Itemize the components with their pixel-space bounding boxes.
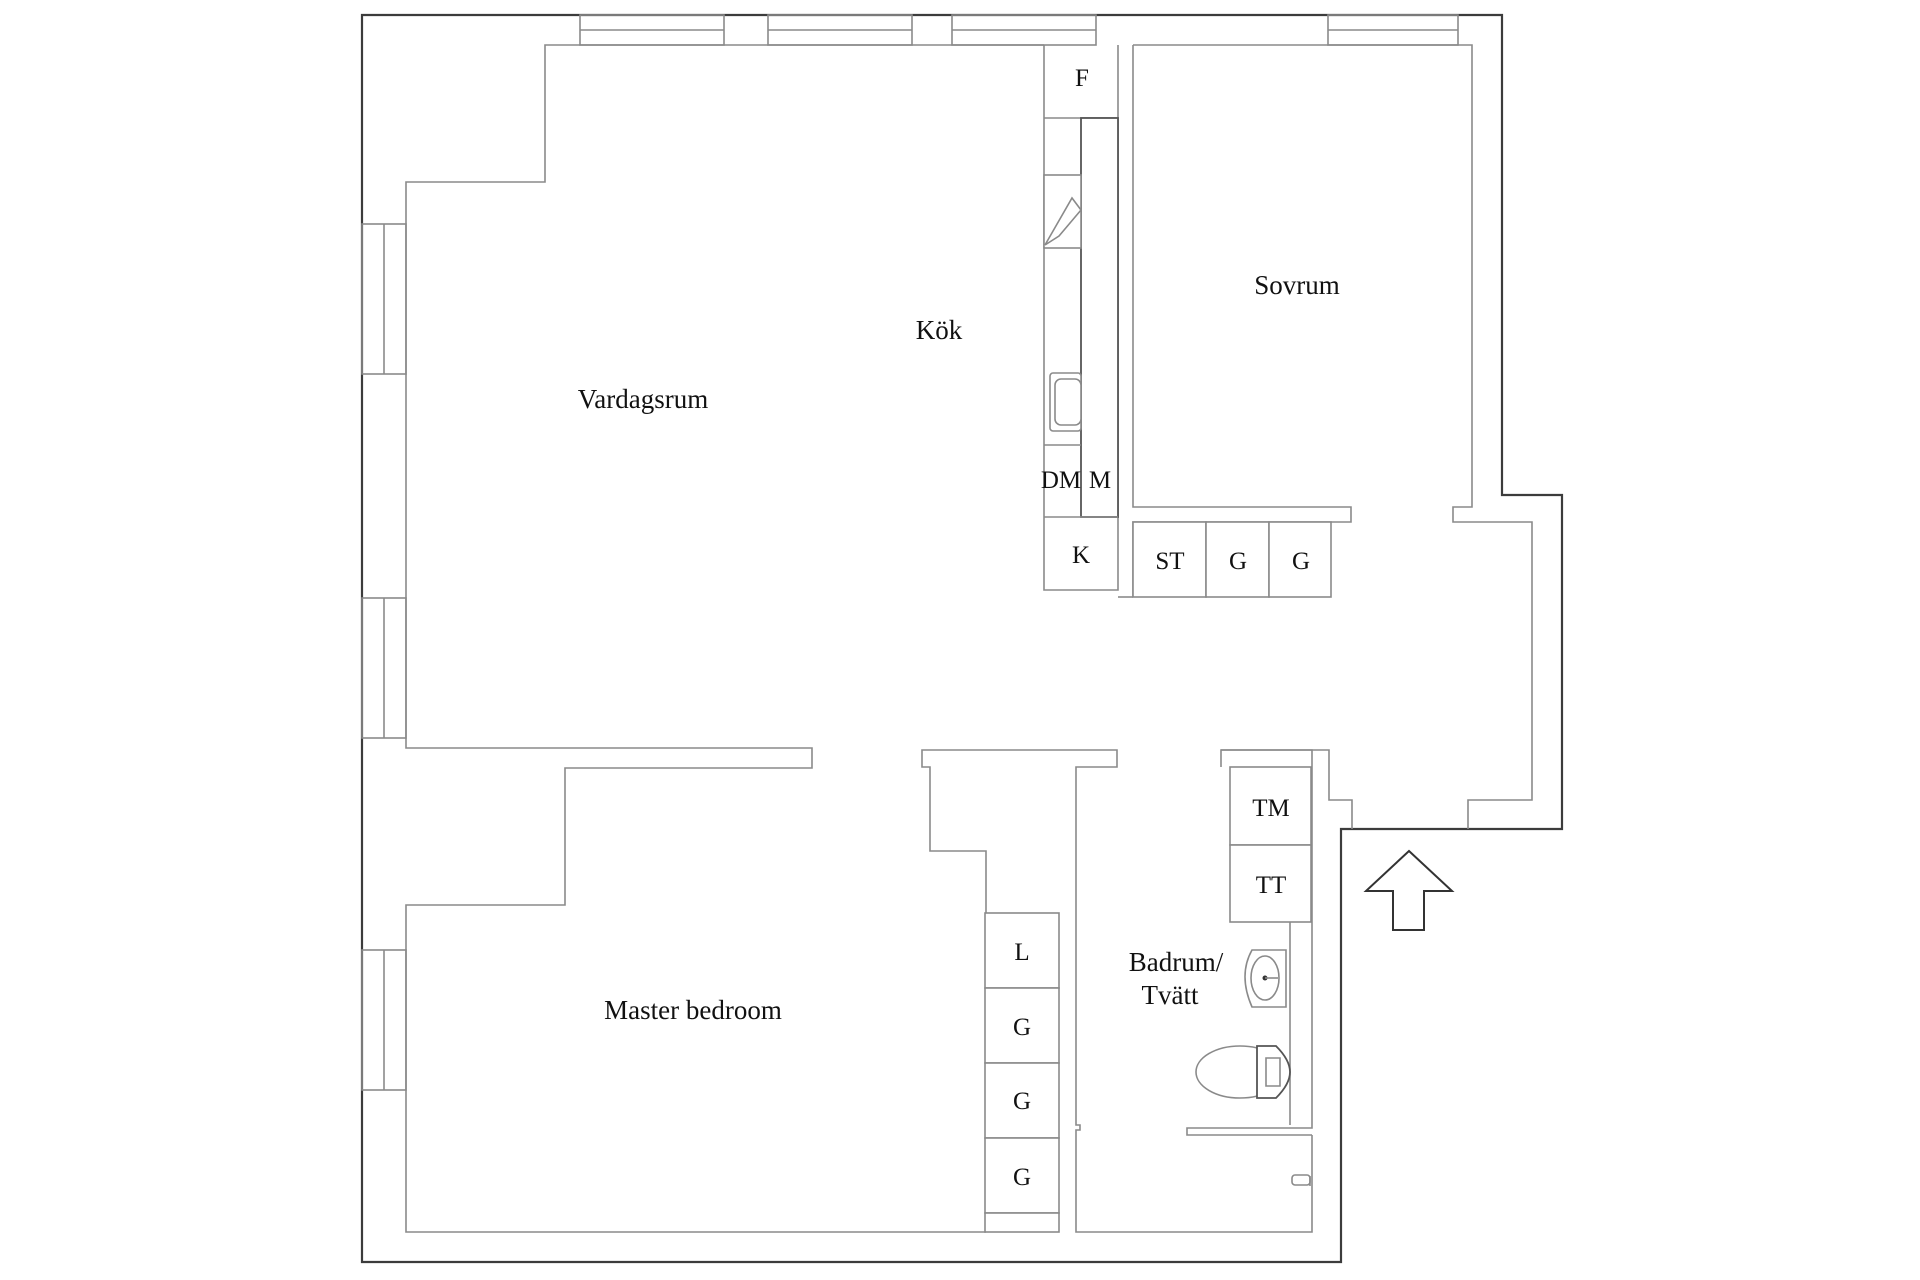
entrance-arrow-icon [1363,849,1455,931]
laundry-units [1229,766,1312,923]
room-label-vardagsrum: Vardagsrum [578,384,708,414]
kitchen-counter [1043,45,1119,591]
closet-label: G [1013,1014,1031,1041]
toilet-icon [1195,1045,1291,1099]
outer-wall [360,13,1564,1264]
closet-label: ST [1155,548,1184,575]
top-windows [579,14,1459,46]
sink-icon [1049,372,1082,432]
tall-cabinet [1080,117,1119,518]
closet-label: G [1292,548,1310,575]
room-label-master-bedroom: Master bedroom [604,995,782,1025]
closet-label: G [1229,548,1247,575]
living-room-wall [405,44,1044,1233]
stove-hood-icon [1044,196,1083,246]
room-label-tvatt: Tvätt [1142,980,1199,1010]
room-label-badrum: Badrum/ [1129,947,1224,977]
left-windows [361,223,407,1091]
bedroom-wall [1133,44,1533,829]
bedroom-closets [1118,521,1332,598]
master-closets [984,912,1060,1233]
bedroom-partition [1132,45,1352,597]
unit-label-washer: TM [1252,795,1290,822]
closet-label: G [1013,1088,1031,1115]
unit-label-dryer: TT [1256,872,1287,899]
room-label-sovrum: Sovrum [1254,270,1340,300]
washbasin-icon [1244,949,1287,1008]
hallway-wall-left [921,749,1313,1233]
room-label-kok: Kök [916,315,963,345]
closet-label: G [1013,1164,1031,1191]
unit-label-dishwasher: DM [1041,467,1081,494]
laundry-niche-wall [1221,749,1353,829]
unit-label-microwave: M [1089,467,1111,494]
unit-label-fridge: F [1075,65,1089,92]
floor-drain-icon [1291,1174,1311,1186]
closet-label: L [1014,939,1029,966]
unit-label-freezer: K [1072,542,1090,569]
